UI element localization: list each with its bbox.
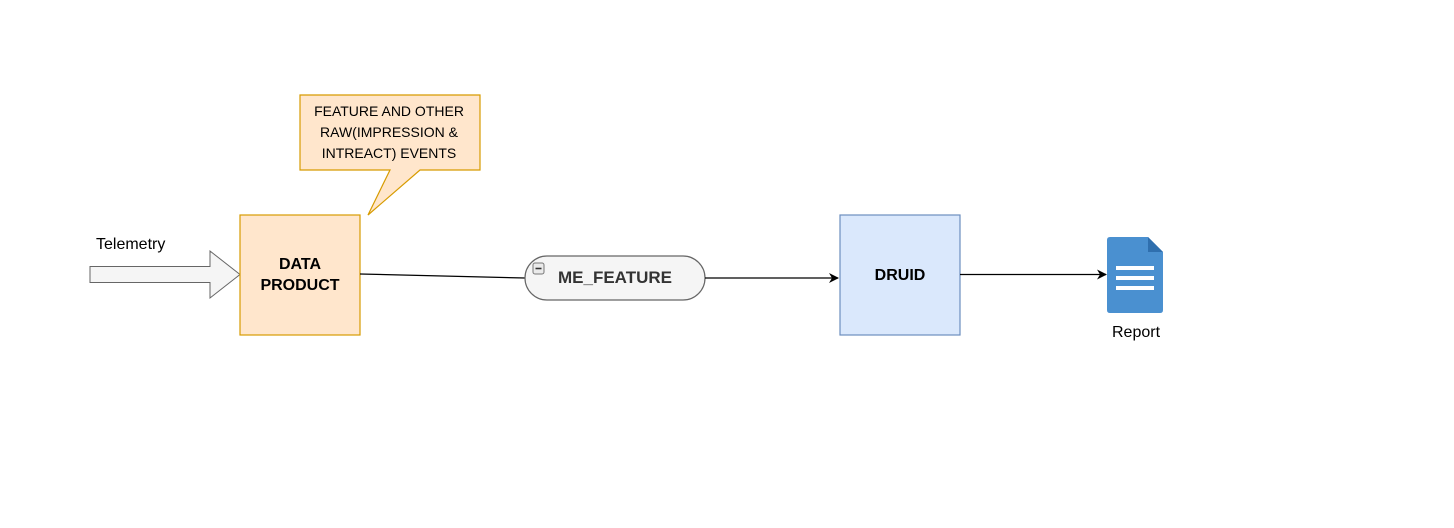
- callout-text: FEATURE AND OTHER RAW(IMPRESSION & INTRE…: [301, 97, 477, 167]
- callout-line: RAW(IMPRESSION &: [320, 123, 458, 140]
- events-callout[interactable]: [299, 94, 481, 216]
- data-product-label: DATA PRODUCT: [240, 215, 360, 335]
- druid-box[interactable]: [839, 214, 961, 336]
- telemetry-input-arrow[interactable]: [89, 249, 241, 300]
- callout-line: FEATURE AND OTHER: [314, 102, 464, 119]
- report-label: Report: [1112, 324, 1161, 341]
- data-product-line: PRODUCT: [260, 277, 340, 294]
- report-document-icon[interactable]: [1107, 237, 1163, 313]
- collapse-icon[interactable]: [532, 262, 545, 275]
- data-product-line: DATA: [278, 256, 322, 273]
- druid-label: DRUID: [874, 266, 926, 284]
- connector-data-product-to-topic: [359, 273, 526, 279]
- callout-line: INTREACT) EVENTS: [321, 144, 457, 161]
- data-product-box[interactable]: [239, 214, 361, 336]
- telemetry-label: Telemetry: [96, 236, 166, 253]
- topic-label: ME_FEATURE: [558, 268, 672, 287]
